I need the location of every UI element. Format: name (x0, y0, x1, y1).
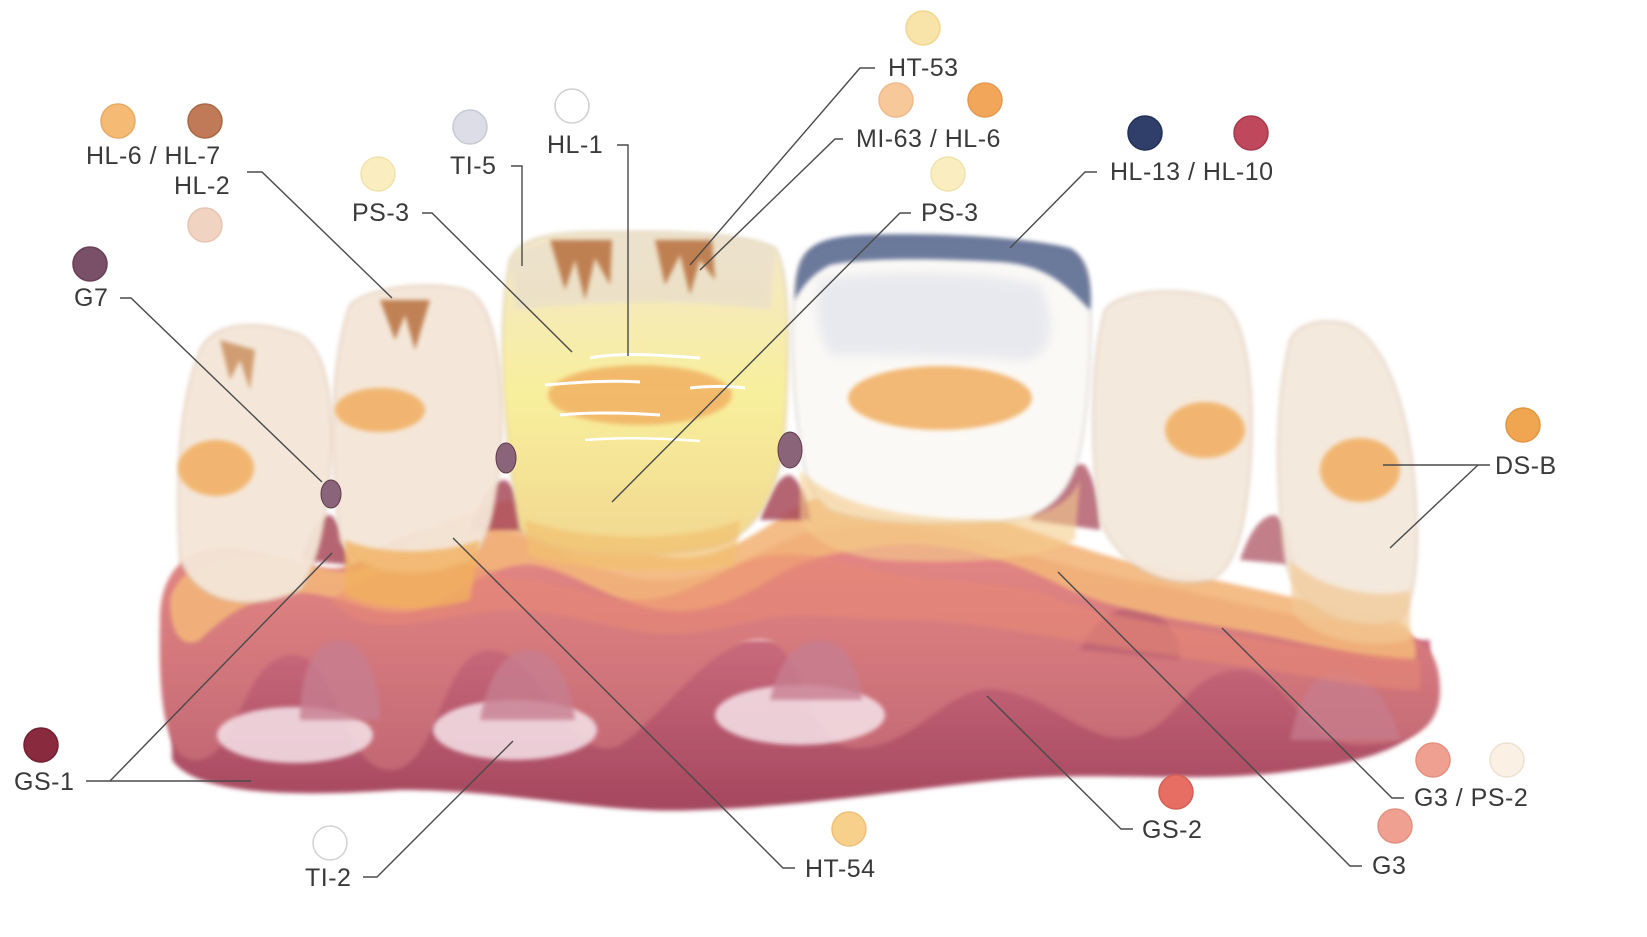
swatch-ht54 (832, 812, 866, 846)
swatch-hl1 (555, 89, 589, 123)
label-dsb: DS-B (1495, 452, 1557, 480)
swatch-gs2 (1159, 775, 1193, 809)
swatch-hl2 (188, 208, 222, 242)
tooth-6-mamelon (1320, 438, 1400, 502)
swatch-mi63 (879, 83, 913, 117)
label-hl1: HL-1 (547, 131, 603, 159)
label-gs2: GS-2 (1142, 816, 1202, 844)
tooth-2-mamelon (335, 388, 425, 432)
tooth-3-incisal (510, 232, 775, 310)
label-gs1: GS-1 (14, 768, 74, 796)
label-ti5: TI-5 (450, 152, 496, 180)
g7-dot-1 (321, 480, 341, 508)
label-g3: G3 (1372, 852, 1406, 880)
swatch-ps2 (1490, 743, 1524, 777)
swatch-gs1 (24, 728, 58, 762)
tooth-3-mamelon (548, 365, 732, 425)
tooth-5-mamelon (1165, 402, 1245, 458)
tooth-1-mamelon (178, 440, 254, 496)
label-ps3b: PS-3 (921, 199, 979, 227)
leader-hl13 (1010, 172, 1097, 248)
swatch-g3-a (1416, 743, 1450, 777)
swatch-ti2 (313, 826, 347, 860)
swatch-ps3-left (361, 157, 395, 191)
g7-dot-3 (778, 432, 802, 468)
label-mi63: MI-63 / HL-6 (856, 125, 1001, 153)
label-hl6: HL-6 / HL-7 (86, 142, 221, 170)
label-hl2: HL-2 (174, 172, 230, 200)
swatch-hl7 (188, 104, 222, 138)
swatch-hl13 (1128, 116, 1162, 150)
label-ht53: HT-53 (888, 54, 959, 82)
swatch-g3-b (1378, 809, 1412, 843)
g7-dot-2 (496, 443, 516, 473)
swatch-ps3-right (931, 157, 965, 191)
swatch-hl10 (1234, 116, 1268, 150)
swatch-hl6-right (968, 83, 1002, 117)
label-ti2: TI-2 (305, 864, 351, 892)
label-ps3a: PS-3 (352, 199, 410, 227)
label-hl13: HL-13 / HL-10 (1110, 158, 1274, 186)
label-g7: G7 (74, 284, 108, 312)
swatch-ti5 (453, 110, 487, 144)
label-g3ps2: G3 / PS-2 (1414, 784, 1528, 812)
swatch-hl6-left (101, 104, 135, 138)
dental-illustration (160, 232, 1440, 811)
swatch-ht53 (906, 11, 940, 45)
tooth-3-white-line-3 (690, 387, 745, 389)
tooth-4-mamelon (848, 366, 1032, 430)
swatch-dsb (1506, 408, 1540, 442)
swatch-g7 (73, 247, 107, 281)
tooth-4-halo (817, 273, 1050, 360)
leader-hl6 (247, 172, 392, 298)
label-ht54: HT-54 (805, 855, 876, 883)
